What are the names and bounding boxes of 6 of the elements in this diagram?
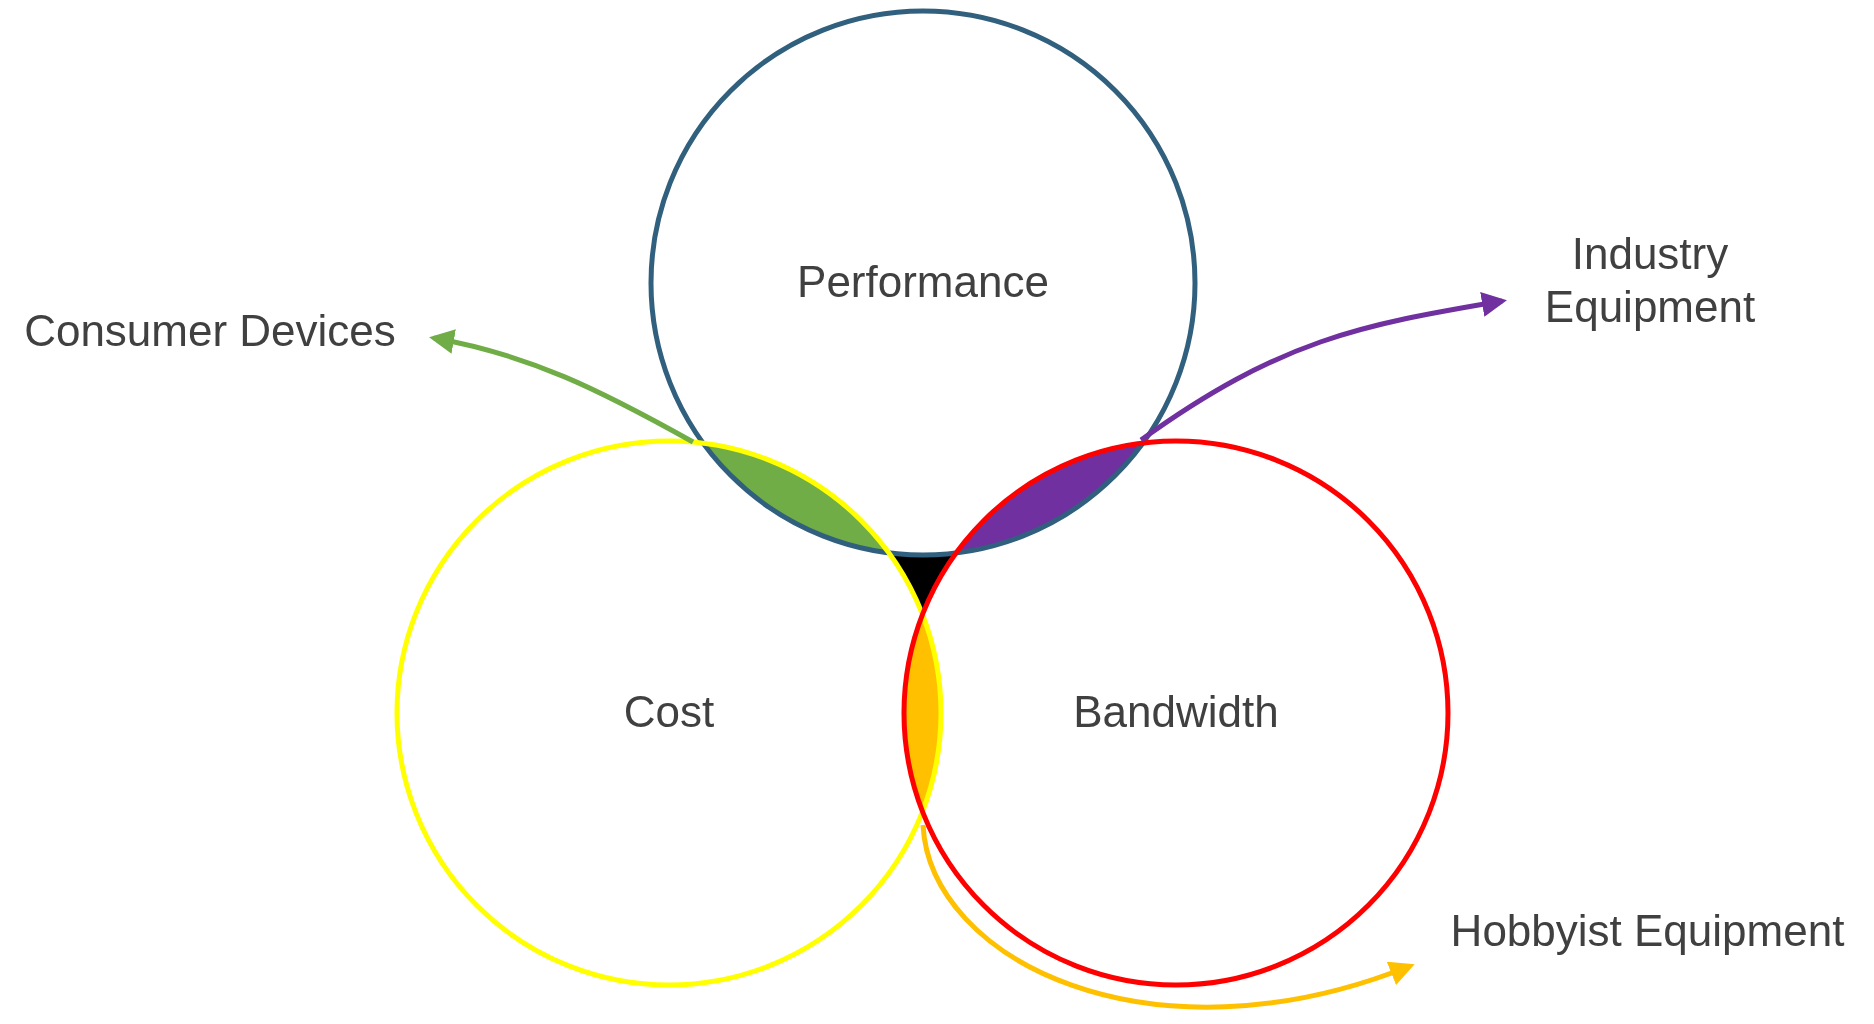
circle-label: Performance xyxy=(796,256,1050,308)
category-label: Industry Equipment xyxy=(1500,228,1800,334)
circle-label: Cost xyxy=(622,686,716,738)
circle-label: Bandwidth xyxy=(1072,686,1280,738)
category-label: Hobbyist Equipment xyxy=(1425,905,1870,958)
category-label: Consumer Devices xyxy=(0,305,420,358)
